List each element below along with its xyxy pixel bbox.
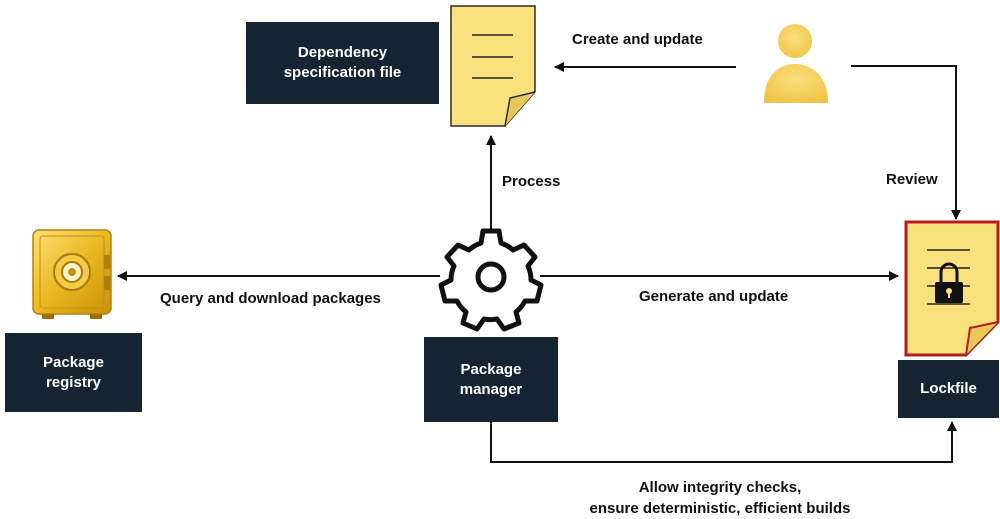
package-manager-box: Package manager (424, 337, 558, 422)
gear-icon (438, 228, 544, 332)
integrity-checks-label: Allow integrity checks, ensure determini… (560, 477, 880, 519)
package-registry-label-line1: Package (43, 353, 104, 371)
integrity-checks-label-line1: Allow integrity checks, (638, 479, 802, 496)
review-label: Review (886, 171, 938, 188)
package-manager-label-line2: manager (459, 380, 523, 398)
locked-document-icon (904, 220, 1000, 357)
lockfile-label: Lockfile (920, 380, 977, 397)
package-registry-box: Package registry (5, 333, 142, 412)
dependency-spec-box: Dependency specification file (246, 22, 439, 104)
integrity-checks-label-line2: ensure deterministic, efficient builds (589, 500, 851, 517)
query-download-label: Query and download packages (160, 290, 381, 307)
arrow-review (851, 65, 961, 220)
package-manager-label-line1: Package (460, 360, 522, 378)
create-update-label: Create and update (572, 31, 703, 48)
package-registry-label-line2: registry (45, 373, 101, 391)
safe-icon (32, 229, 112, 319)
connectors (117, 62, 961, 463)
dependency-spec-label-line1: Dependency (297, 44, 388, 61)
process-label: Process (502, 173, 561, 190)
generate-update-label: Generate and update (639, 288, 789, 305)
dependency-spec-label-line2: specification file (283, 64, 402, 81)
arrow-integrity-checks (486, 415, 957, 463)
user-icon (764, 24, 828, 103)
document-icon (450, 5, 536, 127)
lockfile-box: Lockfile (898, 360, 999, 418)
